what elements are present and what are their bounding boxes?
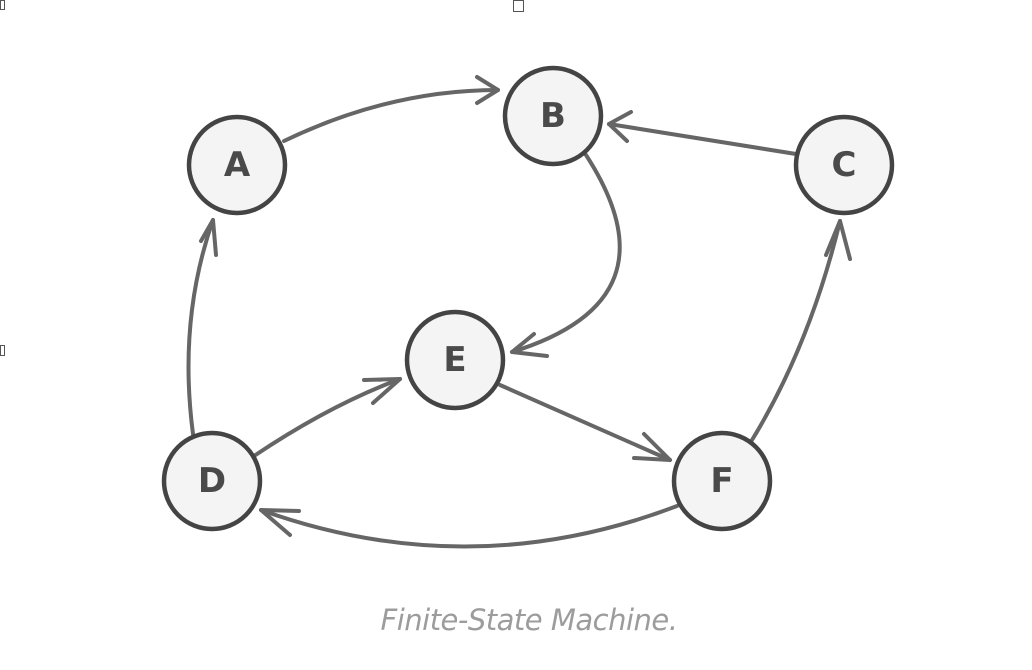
- edge-f-to-d: [259, 504, 679, 549]
- edge-b-to-e: [510, 153, 622, 358]
- edge-a-to-b: [282, 75, 500, 143]
- edge-e-to-f: [498, 383, 672, 462]
- node-d-label: D: [198, 461, 226, 501]
- edge-f-to-c: [750, 219, 852, 442]
- edge-d-to-a: [186, 218, 218, 436]
- node-a-label: A: [224, 145, 251, 185]
- edge-c-to-b: [607, 110, 798, 156]
- node-f: F: [671, 430, 773, 532]
- edges: [186, 75, 852, 549]
- node-e: E: [404, 309, 506, 411]
- corner-mark-left-middle: [0, 345, 5, 356]
- node-c: C: [793, 114, 895, 216]
- node-b: B: [502, 65, 604, 167]
- corner-mark-top-left: [0, 0, 5, 10]
- node-c-label: C: [832, 145, 857, 185]
- node-b-label: B: [540, 96, 566, 136]
- node-a: A: [186, 114, 288, 216]
- corner-mark-top-center: [513, 0, 524, 12]
- diagram-caption: Finite-State Machine.: [380, 603, 678, 637]
- node-e-label: E: [443, 340, 466, 380]
- node-f-label: F: [710, 461, 733, 501]
- node-d: D: [161, 430, 263, 532]
- edge-d-to-e: [252, 377, 402, 458]
